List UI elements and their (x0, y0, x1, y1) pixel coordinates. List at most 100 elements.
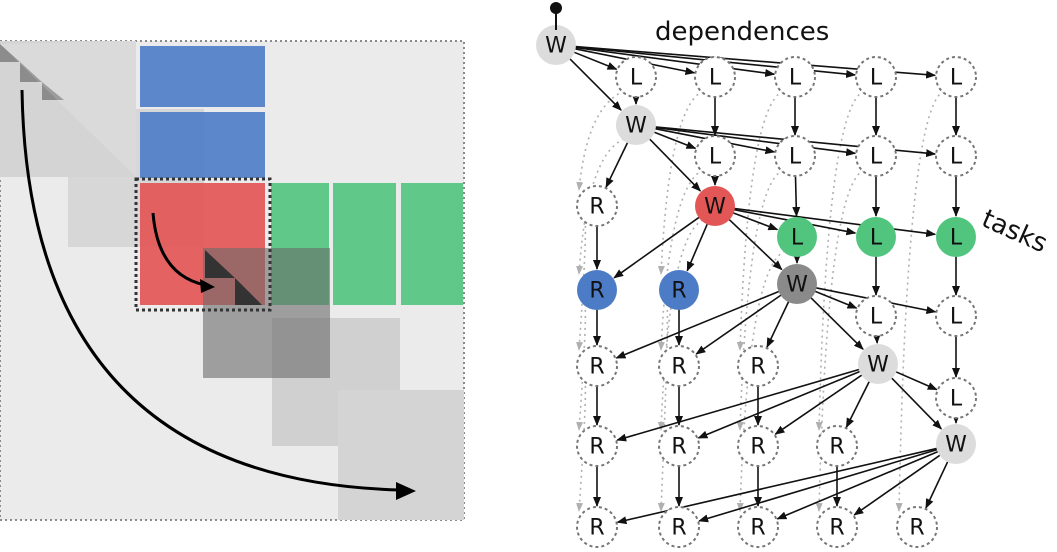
edge-w1-l13 (573, 46, 776, 77)
node-label: R (671, 279, 686, 304)
node-label: L (950, 145, 963, 170)
node-label: L (791, 226, 804, 251)
edge-w3-w4 (727, 217, 783, 271)
node-r4a: R (576, 425, 618, 467)
node-r2b: R (659, 270, 699, 310)
node-r5b: R (658, 506, 700, 548)
node-circle (694, 135, 736, 177)
tri-1 (0, 44, 20, 62)
node-l34: L (856, 217, 896, 257)
edge-l23-l33 (792, 173, 801, 218)
node-w5: W (858, 344, 898, 384)
node-r3a: R (576, 345, 618, 387)
node-w4: W (777, 264, 817, 304)
node-circle (737, 506, 779, 548)
edge-w5-r4c (774, 373, 864, 435)
edge-w5-r4a (616, 368, 861, 442)
node-label: R (750, 355, 765, 380)
edge-w3-r2b (686, 222, 709, 272)
dependence-l13-r3c (736, 90, 784, 351)
node-circle (659, 270, 699, 310)
tri-3 (42, 82, 64, 100)
node-circle (896, 506, 938, 548)
node-r4b: R (658, 425, 700, 467)
root-dot (550, 2, 562, 14)
node-label: W (867, 353, 889, 378)
node-r3c: R (737, 345, 779, 387)
dependence-l22-r3b (657, 169, 704, 351)
node-circle (576, 345, 618, 387)
node-circle (777, 264, 817, 304)
edge-w2-w3 (647, 137, 702, 192)
node-circle (935, 377, 977, 419)
node-circle (858, 344, 898, 384)
node-l15: L (935, 56, 977, 98)
node-circle (816, 506, 858, 548)
node-circle (855, 295, 897, 337)
node-circle (935, 56, 977, 98)
node-label: L (870, 226, 883, 251)
node-label: R (829, 435, 844, 460)
node-r4d: R (816, 425, 858, 467)
node-l12: L (694, 56, 736, 98)
node-label: L (870, 145, 883, 170)
node-l25: L (935, 135, 977, 177)
edge-w4-w5 (809, 296, 864, 350)
node-circle (616, 105, 656, 145)
node-label: W (945, 433, 967, 458)
node-label: L (950, 387, 963, 412)
node-circle (576, 506, 618, 548)
edge-w5-l55 (894, 370, 938, 391)
node-circle (695, 186, 735, 226)
edge-w6-r5d (853, 453, 942, 516)
edge-w5-r4d (845, 379, 871, 429)
edge-w2-r1 (605, 140, 629, 188)
big-arrow (20, 89, 401, 492)
edge-w6-r5e (925, 459, 950, 509)
edge-w3-r2a (613, 215, 701, 279)
node-circle (658, 506, 700, 548)
dependences-label: dependences (655, 17, 829, 47)
dependence-l24-r5d (815, 169, 865, 512)
node-label: L (709, 145, 722, 170)
node-r3b: R (658, 345, 700, 387)
node-l22: L (694, 135, 736, 177)
node-circle (615, 56, 657, 98)
node-circle (576, 425, 618, 467)
node-r5a: R (576, 506, 618, 548)
node-label: W (545, 34, 567, 59)
dependence-l12-r2b (657, 90, 704, 275)
small-arrow (151, 212, 206, 287)
node-r4c: R (737, 425, 779, 467)
node-circle (737, 425, 779, 467)
node-label: W (704, 195, 726, 220)
node-label: L (709, 66, 722, 91)
node-label: R (750, 516, 765, 541)
edge-w6-r5b (698, 448, 939, 523)
node-label: L (950, 66, 963, 91)
node-label: L (950, 305, 963, 330)
node-label: R (671, 355, 686, 380)
node-circle (774, 135, 816, 177)
dependence-l14-r4d (815, 90, 865, 431)
edge-w4-r3a (615, 290, 781, 359)
node-l33: L (777, 217, 817, 257)
node-circle (658, 345, 700, 387)
node-l44: L (855, 295, 897, 337)
tri-4 (0, 41, 136, 177)
node-l45: L (935, 295, 977, 337)
node-label: R (671, 435, 686, 460)
node-label: L (870, 66, 883, 91)
node-label: R (750, 435, 765, 460)
node-circle (935, 295, 977, 337)
node-l23: L (774, 135, 816, 177)
node-label: R (589, 355, 604, 380)
node-l35: L (936, 217, 976, 257)
node-r1: R (576, 185, 618, 227)
blue-block-top (140, 46, 265, 107)
node-circle (855, 56, 897, 98)
dependence-r2a-r4a (576, 303, 587, 431)
edge-w2-l22 (652, 130, 697, 150)
node-label: W (625, 114, 647, 139)
